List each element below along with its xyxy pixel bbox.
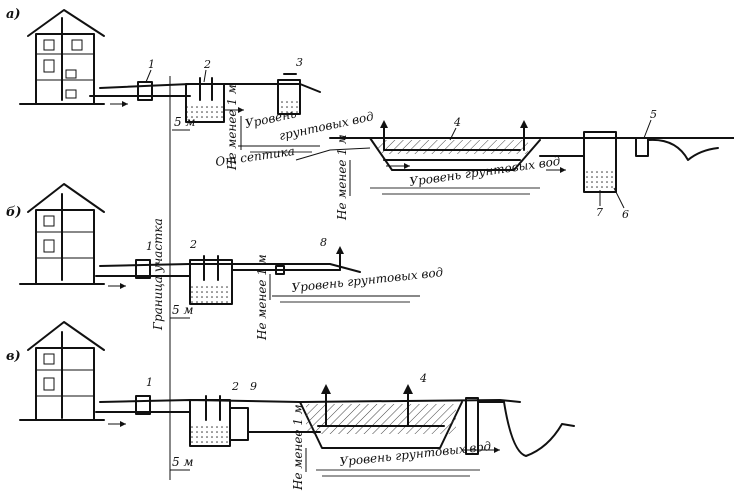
house-c [19, 321, 105, 421]
outlet-c [462, 397, 575, 457]
marker-5-a: 5 [650, 108, 657, 121]
marker-4-c: 4 [419, 372, 427, 385]
distance-label-a: 5 м [174, 115, 195, 129]
septic-tank-a [185, 77, 225, 123]
min-depth-label-c: Не менее 1 м [291, 404, 305, 491]
inspection-well-1-a [137, 81, 153, 101]
outlet-5-a [635, 137, 649, 157]
marker-6-a: 6 [622, 208, 629, 221]
marker-1-a: 1 [148, 58, 155, 71]
outlet-chamber-a [539, 131, 617, 193]
filtration-bed-4-c [247, 384, 463, 449]
boundary-label: Граница участка [151, 218, 165, 331]
section-label-a: а) [6, 7, 21, 22]
marker-1-b: 1 [146, 240, 153, 253]
marker-4-a: 4 [453, 116, 461, 129]
dosing-chamber-3-a [277, 73, 301, 115]
house-b [19, 183, 105, 285]
filtration-trench-4-a [329, 120, 734, 171]
groundwater-label-c: Уровень грунтовых вод [339, 439, 492, 469]
section-c: в) 1 2 9 [6, 321, 575, 491]
distance-label-b: 5 м [172, 303, 193, 317]
section-b: б) 1 2 8 Ур [6, 183, 444, 341]
marker-2-a: 2 [203, 58, 211, 71]
marker-3-a: 3 [296, 56, 303, 69]
min-depth-label-a2: Не менее 1 м [335, 134, 349, 221]
vent-8-b [231, 246, 344, 275]
distance-label-c: 5 м [172, 455, 193, 469]
house-a [19, 9, 105, 105]
marker-2-b: 2 [189, 238, 197, 251]
marker-8-b: 8 [320, 236, 327, 249]
min-depth-label-b: Не менее 1 м [255, 254, 269, 341]
marker-2-c: 2 [231, 380, 239, 393]
section-label-c: в) [6, 349, 21, 364]
inspection-well-1-c [135, 395, 151, 415]
septic-tank-b [189, 255, 233, 305]
marker-9-c: 9 [250, 380, 257, 393]
septic-tank-c [189, 395, 249, 447]
inspection-well-1-b [135, 259, 151, 279]
plot-boundary: Граница участка [151, 76, 171, 480]
section-label-b: б) [6, 205, 22, 220]
marker-7-a: 7 [596, 206, 603, 219]
section-a: а) 1 [6, 7, 734, 221]
marker-1-c: 1 [146, 376, 153, 389]
min-depth-label-a1: Не менее 1 м [225, 84, 239, 171]
